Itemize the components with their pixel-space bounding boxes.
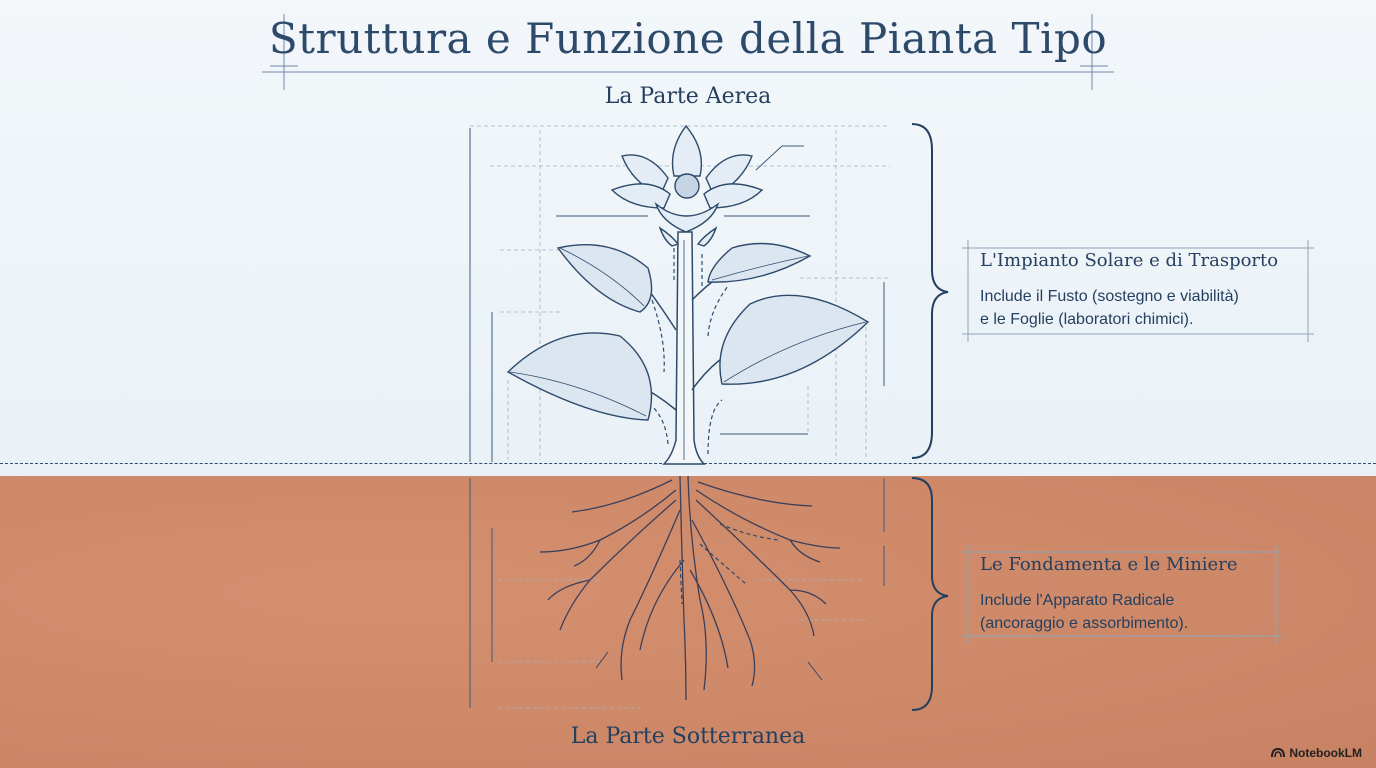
leaf-veins xyxy=(509,247,867,417)
callout-aerial: L'Impianto Solare e di Trasporto Include… xyxy=(968,240,1314,340)
plant-leaves xyxy=(506,242,870,421)
petal-top xyxy=(671,124,703,177)
aerial-part-label: La Parte Aerea xyxy=(604,84,772,109)
title-frame xyxy=(262,14,1114,90)
callout-underground-body: Include l'Apparato Radicale (ancoraggio … xyxy=(980,589,1266,635)
small-arrows xyxy=(595,651,823,681)
soil-background xyxy=(0,476,1376,768)
callout-aerial-title: L'Impianto Solare e di Trasporto xyxy=(980,250,1279,271)
notebooklm-logo-icon xyxy=(1271,748,1286,758)
flower xyxy=(610,124,764,247)
callout-aerial-line-1: Include il Fusto (sostegno e viabilità) xyxy=(980,288,1239,305)
flower-center xyxy=(674,173,700,199)
dimension-lines xyxy=(469,128,885,708)
callout-aerial-line-2: e le Foglie (laboratori chimici). xyxy=(980,311,1194,328)
root-system xyxy=(539,475,841,701)
sepal-left xyxy=(658,226,680,247)
underground-part-label: La Parte Sotterranea xyxy=(570,724,806,749)
leaf-upper-left xyxy=(556,244,653,313)
callout-underground-line-1: Include l'Apparato Radicale xyxy=(980,592,1175,609)
title-frame-container: Struttura e Funzione della Pianta Tipo xyxy=(266,12,1110,76)
leaf-lower-right xyxy=(719,294,870,385)
callout-underground-title: Le Fondamenta e le Miniere xyxy=(980,554,1238,575)
callout-underground: Le Fondamenta e le Miniere Include l'App… xyxy=(968,544,1278,642)
plant-stem xyxy=(662,231,706,465)
brace-underground xyxy=(911,477,949,711)
petal-bottom xyxy=(654,201,720,233)
flow-arrows xyxy=(651,248,779,605)
petal-far-right xyxy=(703,183,764,209)
page-title: Struttura e Funzione della Pianta Tipo xyxy=(268,14,1108,63)
brand-watermark: NotebookLM xyxy=(1271,746,1362,760)
callout-frames xyxy=(962,240,1314,644)
petal-far-left xyxy=(610,183,671,209)
brace-aerial xyxy=(911,123,949,459)
brand-name: NotebookLM xyxy=(1289,746,1362,760)
sepal-right xyxy=(696,226,718,247)
leaf-upper-right xyxy=(707,242,812,283)
braces xyxy=(911,123,949,711)
callout-underground-line-2: (ancoraggio e assorbimento). xyxy=(980,615,1189,632)
leaf-lower-left xyxy=(506,332,653,421)
callout-aerial-body: Include il Fusto (sostegno e viabilità) … xyxy=(980,285,1302,331)
